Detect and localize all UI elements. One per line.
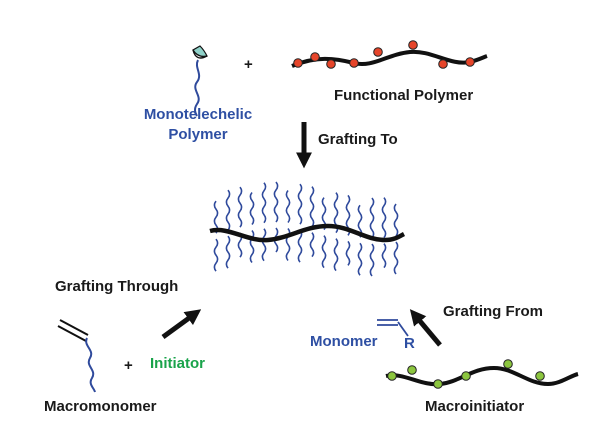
side-chain xyxy=(357,242,363,276)
side-chain xyxy=(285,190,291,223)
plus-sign-top: + xyxy=(244,56,253,73)
grafting-to-label: Grafting To xyxy=(318,131,398,148)
side-chain xyxy=(393,241,399,275)
grafting-through-arrow xyxy=(161,309,202,340)
functional-polymer-icon xyxy=(291,40,488,69)
initiator-bead xyxy=(387,371,397,381)
side-chain xyxy=(237,186,243,228)
functional-bead xyxy=(310,52,320,62)
side-chain xyxy=(261,228,267,262)
functional-bead xyxy=(408,40,418,50)
monomer-label: Monomer xyxy=(310,333,378,350)
side-chain xyxy=(333,238,339,272)
monotelechelic-polymer-icon xyxy=(192,45,208,117)
initiator-beads xyxy=(387,359,545,389)
side-chain xyxy=(309,232,315,258)
plus-sign-bottom: + xyxy=(124,357,133,374)
bottlebrush-backbone xyxy=(209,223,406,243)
side-chain xyxy=(345,240,351,266)
macromonomer-icon xyxy=(57,319,96,393)
side-chain xyxy=(225,189,231,231)
macroinitiator-icon xyxy=(385,359,579,389)
side-chain xyxy=(297,183,303,225)
initiator-bead xyxy=(535,371,545,381)
functional-bead xyxy=(293,58,303,68)
initiator-bead xyxy=(433,379,443,389)
monomer-icon xyxy=(377,319,409,337)
functional-bead xyxy=(373,47,383,57)
bottlebrush-polymer-icon xyxy=(209,181,406,277)
side-chain xyxy=(369,243,375,277)
side-chain xyxy=(297,229,303,263)
side-chain xyxy=(213,238,219,272)
side-chain xyxy=(213,200,219,234)
grafting-from-label: Grafting From xyxy=(443,303,543,320)
functional-group-beads xyxy=(293,40,475,69)
functional-bead xyxy=(465,57,475,67)
functional-bead xyxy=(438,59,448,69)
side-chain xyxy=(381,197,387,239)
functional-polymer-label: Functional Polymer xyxy=(334,87,474,104)
side-chain xyxy=(261,182,267,224)
monotelechelic-label-line2: Polymer xyxy=(168,126,228,143)
functional-bead xyxy=(349,58,359,68)
side-chain xyxy=(369,197,375,239)
side-chain xyxy=(321,235,327,269)
side-chain xyxy=(381,243,387,269)
macromonomer-label: Macromonomer xyxy=(44,398,157,415)
side-chain xyxy=(309,186,315,228)
initiator-bead xyxy=(407,365,417,375)
monotelechelic-label-line1: Monotelechelic xyxy=(143,106,253,123)
side-chain xyxy=(357,204,363,238)
side-chains-bottom xyxy=(213,227,399,277)
side-chain xyxy=(393,203,399,237)
side-chain xyxy=(249,229,255,263)
grafting-through-label: Grafting Through xyxy=(55,278,179,295)
macroinitiator-label: Macroinitiator xyxy=(425,398,525,415)
side-chain xyxy=(249,191,255,225)
functional-bead xyxy=(326,59,336,69)
initiator-bead xyxy=(503,359,513,369)
grafting-from-arrow xyxy=(409,309,442,347)
initiator-bead xyxy=(461,371,471,381)
monomer-r-label: R xyxy=(404,335,415,352)
initiator-label: Initiator xyxy=(150,355,205,372)
side-chain xyxy=(225,235,231,269)
side-chain xyxy=(273,181,279,223)
